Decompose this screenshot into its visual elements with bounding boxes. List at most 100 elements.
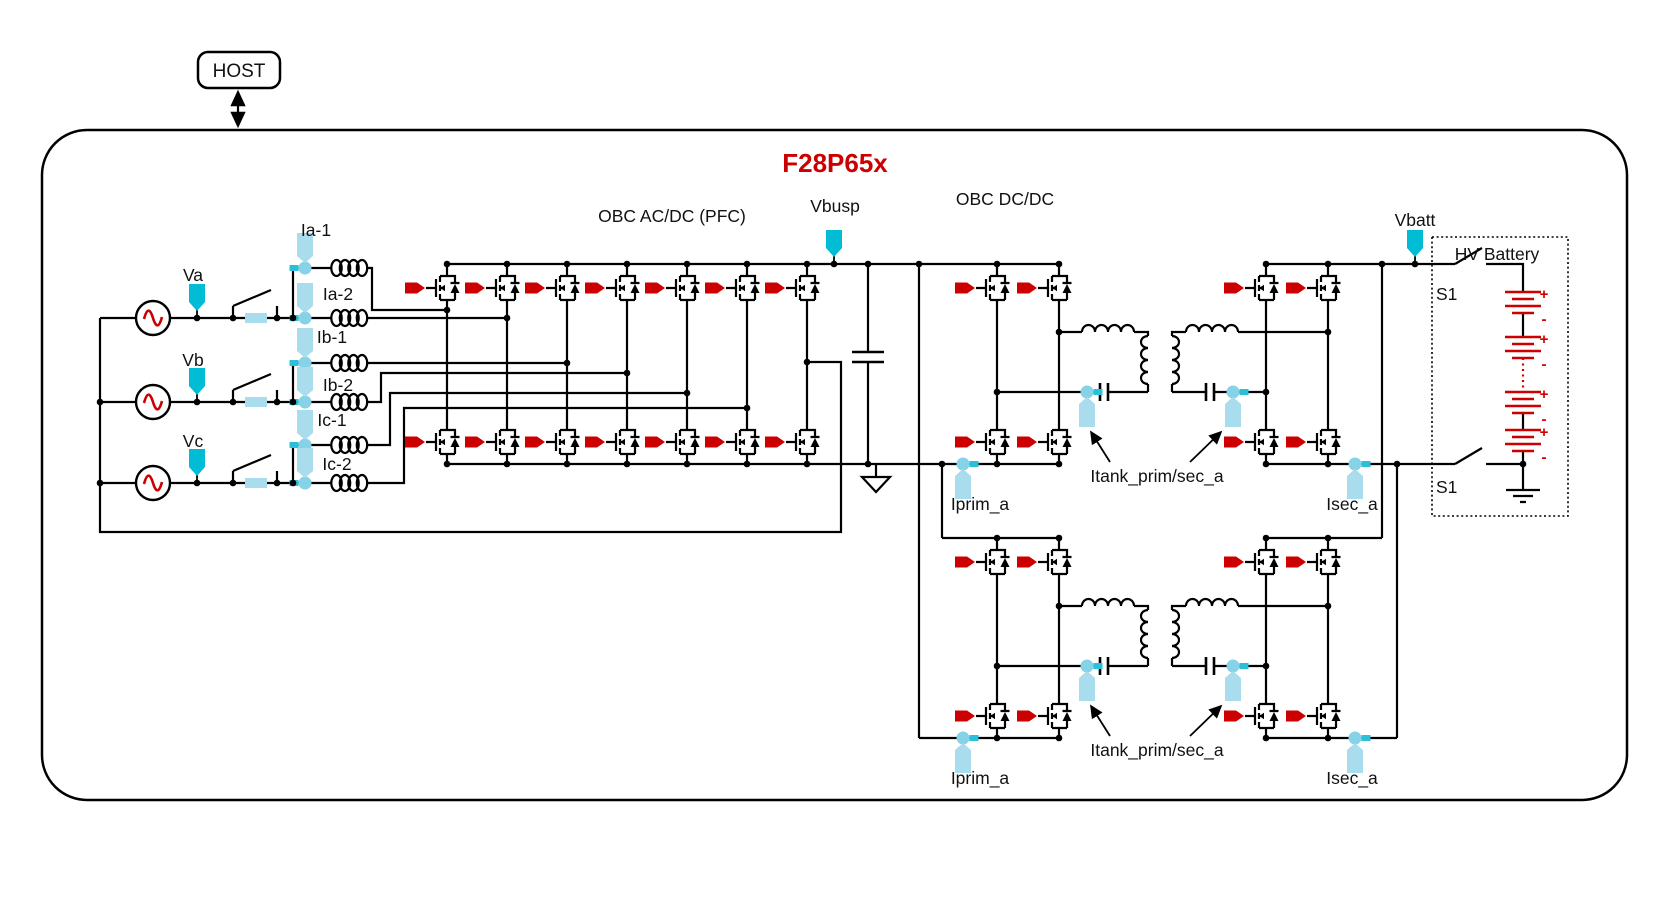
current-probe-icon xyxy=(1347,457,1371,499)
battery-minus: - xyxy=(1542,411,1547,428)
junction-dot xyxy=(864,260,872,268)
mosfet-icon xyxy=(1305,424,1342,460)
junction-dot xyxy=(1324,534,1332,542)
mosfet-icon xyxy=(484,424,521,460)
junction-dot xyxy=(229,398,237,406)
junction-dot xyxy=(993,734,1001,742)
current-probe-icon xyxy=(1347,731,1371,773)
current-probe-icon xyxy=(289,410,313,452)
iprim-lower-label: Iprim_a xyxy=(951,768,1010,789)
gate-drive-arrow-icon xyxy=(705,282,725,294)
junction-dot xyxy=(1324,260,1332,268)
itank-upper-label: Itank_prim/sec_a xyxy=(1090,466,1224,487)
ac-source-icon xyxy=(134,464,172,502)
inductor-icon xyxy=(330,473,369,493)
precharge-resistor-icon xyxy=(245,478,267,488)
iprim-upper-label: Iprim_a xyxy=(951,494,1010,515)
junction-dot xyxy=(563,460,571,468)
junction-dot xyxy=(1262,534,1270,542)
junction-dot xyxy=(743,460,751,468)
junction-dot xyxy=(1324,734,1332,742)
mosfet-icon xyxy=(1305,698,1342,734)
battery-plus: + xyxy=(1540,424,1549,441)
junction-dot xyxy=(229,479,237,487)
battery-minus: - xyxy=(1542,311,1547,328)
junction-dot xyxy=(273,479,281,487)
junction-dot xyxy=(503,260,511,268)
mosfet-icon xyxy=(1305,544,1342,580)
junction-dot xyxy=(1262,260,1270,268)
mosfet-icon xyxy=(424,424,461,460)
inductor-icon xyxy=(330,392,369,412)
junction-dot xyxy=(503,314,511,322)
gate-drive-arrow-icon xyxy=(705,436,725,448)
junction-dot xyxy=(563,359,571,367)
junction-dot xyxy=(273,314,281,322)
current-probe-icon xyxy=(955,457,979,499)
junction-dot xyxy=(1055,534,1063,542)
junction-dot xyxy=(915,260,923,268)
junction-dot xyxy=(830,260,838,268)
junction-dot xyxy=(289,314,297,322)
junction-dot xyxy=(993,662,1001,670)
gate-drive-arrow-icon xyxy=(585,436,605,448)
battery-minus: - xyxy=(1542,449,1547,466)
gate-drive-arrow-icon xyxy=(645,436,665,448)
junction-dot xyxy=(503,460,511,468)
mosfet-icon xyxy=(974,544,1011,580)
current-probe-icon xyxy=(1079,659,1103,701)
transformer-primary-icon xyxy=(1139,334,1150,386)
gate-drive-arrow-icon xyxy=(405,282,425,294)
mosfet-icon xyxy=(974,698,1011,734)
junction-dot xyxy=(229,314,237,322)
current-probe-icon xyxy=(955,731,979,773)
host-label: HOST xyxy=(213,61,266,82)
gate-drive-arrow-icon xyxy=(465,436,485,448)
pfc-section-label: OBC AC/DC (PFC) xyxy=(598,206,746,226)
hv-battery-cells: + - + - + - + - xyxy=(1503,286,1549,466)
mosfet-icon xyxy=(544,270,581,306)
junction-dot xyxy=(993,388,1001,396)
junction-dot xyxy=(1055,460,1063,468)
mosfet-icon xyxy=(724,424,761,460)
junction-dot xyxy=(1262,460,1270,468)
junction-dot xyxy=(443,306,451,314)
junction-dot xyxy=(193,314,201,322)
gate-drive-arrow-icon xyxy=(1286,282,1306,294)
gate-drive-arrow-icon xyxy=(765,282,785,294)
mosfet-icon xyxy=(724,270,761,306)
vc-label: Vc xyxy=(183,431,204,451)
inductor-icon xyxy=(330,353,369,373)
junction-dot xyxy=(1324,460,1332,468)
earth-ground-icon xyxy=(1506,488,1540,504)
mosfet-icon xyxy=(1243,698,1280,734)
junction-dot xyxy=(1262,388,1270,396)
junction-dot xyxy=(1378,260,1386,268)
current-probe-icon xyxy=(289,328,313,370)
resonant-inductor-icon xyxy=(1080,597,1136,608)
ib2-label: Ib-2 xyxy=(323,375,353,395)
junction-dot xyxy=(273,398,281,406)
mosfet-icon xyxy=(974,424,1011,460)
tank-wires-lower xyxy=(997,604,1328,675)
battery-plus: + xyxy=(1540,386,1549,403)
tank-wires-upper xyxy=(997,330,1328,401)
itank-label-arrows xyxy=(1090,430,1223,737)
va-label: Va xyxy=(183,265,203,285)
inductor-icon xyxy=(330,258,369,278)
gate-drive-arrow-icon xyxy=(1017,556,1037,568)
gate-drive-arrow-icon xyxy=(765,436,785,448)
mosfet-icon xyxy=(604,424,641,460)
vbatt-label: Vbatt xyxy=(1395,210,1436,230)
junction-dot xyxy=(1393,460,1401,468)
gate-drive-arrow-icon xyxy=(1224,556,1244,568)
junction-dot xyxy=(993,260,1001,268)
mosfet-icon xyxy=(1243,270,1280,306)
ac-source-icon xyxy=(134,383,172,421)
junction-dot xyxy=(1055,328,1063,336)
precharge-resistor-icon xyxy=(245,397,267,407)
mosfet-icon xyxy=(1036,270,1073,306)
battery-plus: + xyxy=(1540,331,1549,348)
junction-dot xyxy=(1055,260,1063,268)
